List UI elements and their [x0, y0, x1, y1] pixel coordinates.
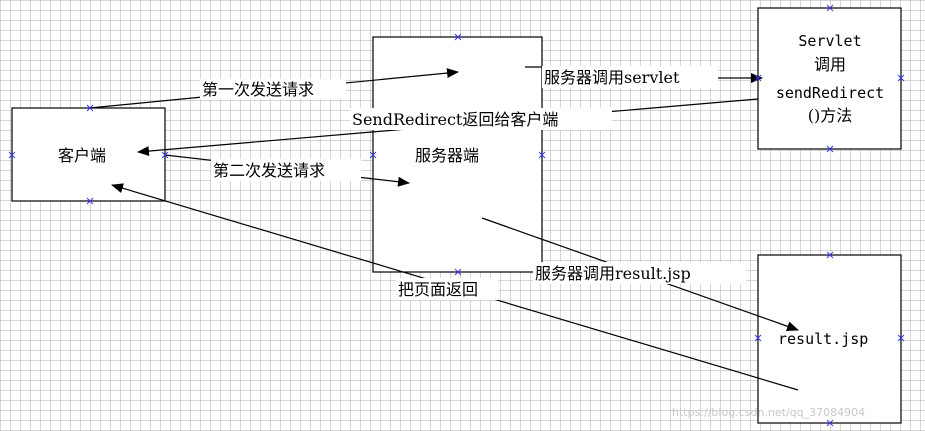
- selection-handle-icon[interactable]: [826, 4, 834, 12]
- servlet-label-line-3: sendRedirect: [776, 84, 884, 102]
- label-return-page-text: 把页面返回: [398, 280, 478, 299]
- selection-handle-icon[interactable]: [754, 334, 762, 342]
- selection-handle-icon[interactable]: [897, 74, 905, 82]
- selection-handle-icon[interactable]: [369, 151, 377, 159]
- selection-handle-icon[interactable]: [8, 151, 16, 159]
- watermark-text: https://blog.csdn.net/qq_37084904: [672, 406, 865, 419]
- servlet-label-line-1: Servlet: [798, 32, 861, 50]
- selection-handle-icon[interactable]: [86, 104, 94, 112]
- selection-handle-icon[interactable]: [826, 145, 834, 153]
- label-second-request: 第二次发送请求: [211, 159, 361, 181]
- servlet-label-line-4: ()方法: [808, 106, 853, 125]
- label-server-calls-result: 服务器调用result.jsp: [533, 262, 746, 284]
- label-send-redirect-text: SendRedirect返回给客户端: [352, 110, 558, 129]
- selection-handle-icon[interactable]: [538, 151, 546, 159]
- label-server-calls-servlet: 服务器调用servlet: [542, 66, 718, 88]
- selection-handle-icon[interactable]: [161, 151, 169, 159]
- selection-handle-icon[interactable]: [86, 197, 94, 205]
- server-label: 服务器端: [415, 146, 479, 165]
- selection-handle-icon[interactable]: [897, 334, 905, 342]
- selection-handle-icon[interactable]: [826, 419, 834, 427]
- servlet-node[interactable]: [757, 7, 902, 150]
- selection-handle-icon[interactable]: [754, 74, 762, 82]
- label-second-request-text: 第二次发送请求: [213, 161, 325, 180]
- selection-handles: [8, 4, 905, 427]
- selection-handle-icon[interactable]: [454, 268, 462, 276]
- label-first-request: 第一次发送请求: [200, 79, 346, 99]
- client-label: 客户端: [58, 146, 106, 165]
- selection-handle-icon[interactable]: [454, 33, 462, 41]
- label-first-request-text: 第一次发送请求: [202, 80, 314, 99]
- result-jsp-label: result.jsp: [778, 330, 868, 348]
- label-server-calls-servlet-text: 服务器调用servlet: [544, 68, 680, 87]
- selection-handle-icon[interactable]: [826, 251, 834, 259]
- servlet-label: Servlet 调用 sendRedirect ()方法: [776, 32, 884, 125]
- servlet-label-line-2: 调用: [814, 55, 846, 74]
- label-send-redirect: SendRedirect返回给客户端: [350, 108, 612, 130]
- label-server-calls-result-text: 服务器调用result.jsp: [535, 264, 691, 283]
- label-return-page: 把页面返回: [396, 278, 498, 300]
